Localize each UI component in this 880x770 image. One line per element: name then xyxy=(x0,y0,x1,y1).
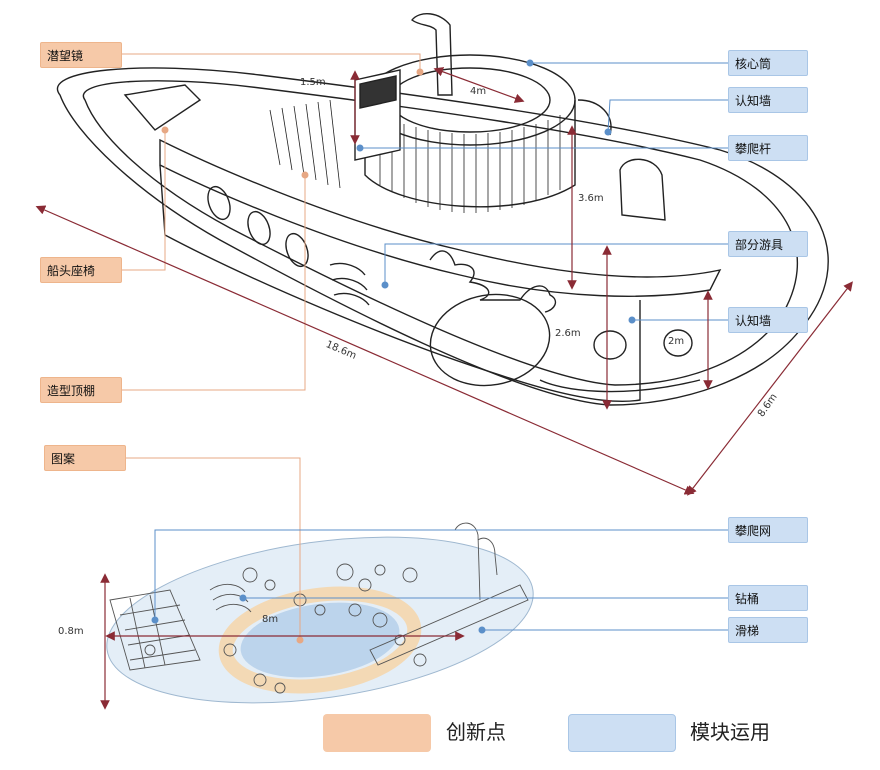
label-climbing-pole-text: 攀爬杆 xyxy=(735,141,772,156)
dim-3-6m: 3.6m xyxy=(578,193,604,204)
slide-shape xyxy=(369,584,529,666)
label-drill-barrel-text: 钻桶 xyxy=(735,591,760,606)
dim-2-6m: 2.6m xyxy=(555,328,581,339)
label-cognition-wall-side: 认知墙 xyxy=(728,307,808,333)
label-climbing-net-text: 攀爬网 xyxy=(735,523,772,538)
dimension-lines xyxy=(35,67,853,710)
legend-label-innovation: 创新点 xyxy=(446,720,506,744)
legend-label-module-use: 模块运用 xyxy=(690,720,770,744)
label-shaped-canopy-text: 造型顶棚 xyxy=(47,383,96,398)
bow-seat-shape xyxy=(123,84,202,131)
label-periscope: 潜望镜 xyxy=(40,42,122,68)
hull-inner xyxy=(82,80,798,386)
label-partial-equipment: 部分游具 xyxy=(728,231,808,257)
label-cognition-wall-top: 认知墙 xyxy=(728,87,808,113)
label-core-tube-text: 核心筒 xyxy=(735,56,772,71)
dim-4m: 4m xyxy=(470,86,487,97)
label-bow-seat: 船头座椅 xyxy=(40,257,122,283)
label-pattern: 图案 xyxy=(44,445,126,471)
label-partial-equipment-text: 部分游具 xyxy=(735,237,784,252)
label-slide: 滑梯 xyxy=(728,617,808,643)
label-climbing-net: 攀爬网 xyxy=(728,517,808,543)
dim-2m: 2m xyxy=(668,336,685,347)
label-cognition-wall-side-text: 认知墙 xyxy=(735,313,772,328)
label-bow-seat-text: 船头座椅 xyxy=(47,263,96,278)
label-pattern-text: 图案 xyxy=(51,451,76,466)
dim-8m: 8m xyxy=(262,614,279,625)
porthole-3 xyxy=(285,232,309,268)
label-core-tube: 核心筒 xyxy=(728,50,808,76)
dim-1-5m: 1.5m xyxy=(300,77,326,88)
antler-decoration xyxy=(429,250,557,313)
label-periscope-text: 潜望镜 xyxy=(47,48,84,63)
legend-swatch-innovation xyxy=(323,714,431,752)
bottom-plan xyxy=(106,522,534,704)
porthole-4 xyxy=(593,330,627,360)
plan-ring-orange xyxy=(218,586,422,694)
dim-0-8m: 0.8m xyxy=(58,626,84,637)
label-shaped-canopy: 造型顶棚 xyxy=(40,377,122,403)
climbing-net-shape xyxy=(109,589,201,671)
label-slide-text: 滑梯 xyxy=(735,623,760,638)
label-climbing-pole: 攀爬杆 xyxy=(728,135,808,161)
large-window xyxy=(429,293,551,387)
legend-swatch-module-use xyxy=(568,714,676,752)
label-cognition-wall-top-text: 认知墙 xyxy=(735,93,772,108)
label-drill-barrel: 钻桶 xyxy=(728,585,808,611)
porthole-2 xyxy=(247,210,271,246)
